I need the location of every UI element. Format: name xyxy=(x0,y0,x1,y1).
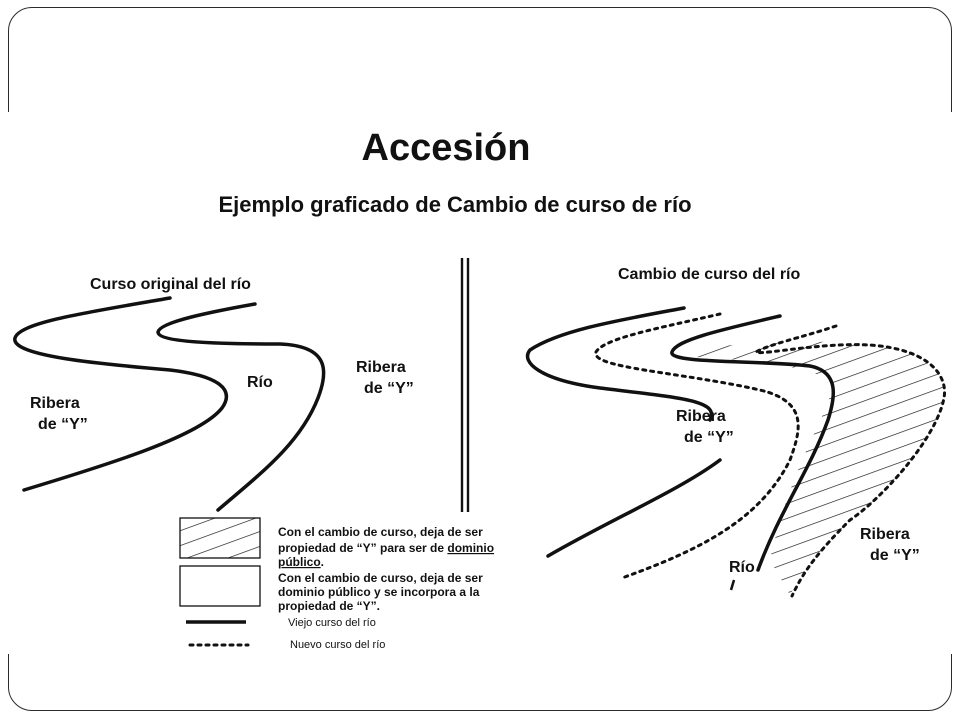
legend-hatched-text-line2: propiedad de “Y” para ser de dominio xyxy=(278,541,494,555)
right-new-bank-right xyxy=(753,324,947,598)
page-subtitle: Ejemplo graficado de Cambio de curso de … xyxy=(218,192,691,217)
legend-solid-label: Viejo curso del río xyxy=(288,617,376,629)
legend-blank-text-line2: dominio público y se incorpora a la xyxy=(278,585,480,599)
center-ribera-label-line1: Ribera xyxy=(356,359,406,376)
right-old-bank-lower xyxy=(670,314,836,572)
right-rio-tick xyxy=(729,579,736,591)
right-old-bank-bottom xyxy=(546,458,722,558)
legend-hatched-line2-prefix: propiedad de “Y” para ser de xyxy=(278,541,447,555)
right-ribera-label-line1: Ribera xyxy=(860,526,910,543)
left-ribera-label-line1: Ribera xyxy=(30,395,80,412)
left-rio-label: Río xyxy=(247,374,273,391)
right-rio-label: Río xyxy=(729,559,755,576)
legend-hatched-text-line3: público. xyxy=(278,555,324,569)
legend-hatched-swatch xyxy=(179,517,261,559)
page-title: Accesión xyxy=(362,127,531,169)
right-ribera-label-line2: de “Y” xyxy=(870,547,920,564)
right-new-bank-left xyxy=(594,312,800,580)
legend-blank-text-line3: propiedad de “Y”. xyxy=(278,599,380,613)
center-ribera-label-line2: de “Y” xyxy=(364,380,414,397)
legend-hatched-line3-underlined: público xyxy=(278,555,321,569)
right-old-bank-upper xyxy=(525,306,714,422)
legend: Con el cambio de curso, deja de ser prop… xyxy=(179,517,494,651)
left-lower-bank-line xyxy=(156,302,326,512)
legend-hatched-text-line1: Con el cambio de curso, deja de ser xyxy=(278,525,483,539)
left-upper-bank-line xyxy=(13,296,229,492)
left-ribera-label-line2: de “Y” xyxy=(38,416,88,433)
legend-blank-swatch xyxy=(179,565,261,607)
right-mid-ribera-label-line1: Ribera xyxy=(676,408,726,425)
legend-hatched-line3-suffix: . xyxy=(321,555,324,569)
right-heading: Cambio de curso del río xyxy=(618,266,800,283)
legend-hatched-line2-underlined: dominio xyxy=(447,541,494,555)
right-mid-ribera-label-line2: de “Y” xyxy=(684,429,734,446)
legend-dotted-label: Nuevo curso del río xyxy=(290,639,385,651)
center-divider xyxy=(460,258,470,512)
legend-blank-text-line1: Con el cambio de curso, deja de ser xyxy=(278,571,483,585)
left-heading: Curso original del río xyxy=(90,276,251,293)
